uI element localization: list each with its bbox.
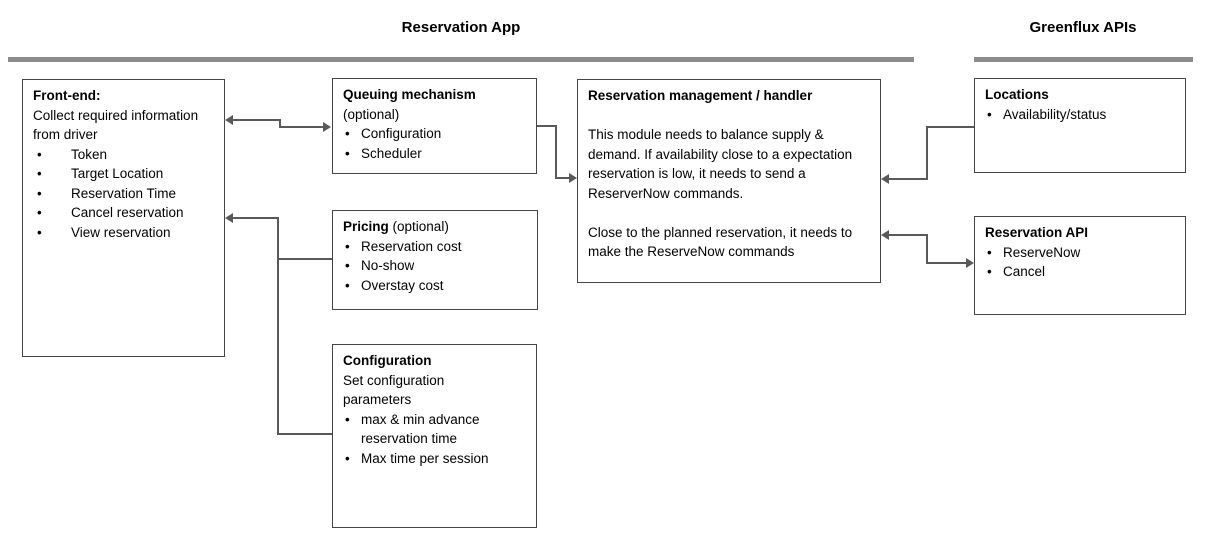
bullet-item: Cancel xyxy=(985,262,1176,282)
node-configuration: Configuration Set configuration paramete… xyxy=(332,344,537,528)
arrowhead-left-icon xyxy=(881,230,889,240)
bullet-item: Reservation cost xyxy=(343,237,528,257)
bullet-item: Token xyxy=(33,145,215,165)
bullet-text: Overstay cost xyxy=(361,277,444,293)
bullet-list: Token Target Location Reservation Time C… xyxy=(33,145,215,243)
node-title: Reservation management / handler xyxy=(588,88,813,103)
node-reservation-api: Reservation API ReserveNow Cancel xyxy=(974,216,1186,315)
node-paragraph: Close to the planned reservation, it nee… xyxy=(588,224,853,260)
bullet-item: No-show xyxy=(343,256,528,276)
bullet-item: Overstay cost xyxy=(343,276,528,296)
node-locations: Locations Availability/status xyxy=(974,78,1186,173)
bullet-list: max & min advance reservation time Max t… xyxy=(343,410,527,469)
bullet-text: ReserveNow xyxy=(1003,244,1081,260)
bullet-list: Configuration Scheduler xyxy=(343,124,527,163)
bullet-text: Scheduler xyxy=(361,145,422,161)
node-paragraph: This module needs to balance supply & de… xyxy=(588,127,853,201)
bullet-list: Availability/status xyxy=(985,105,1176,125)
bullet-text: Max time per session xyxy=(361,450,489,466)
node-queuing-mechanism: Queuing mechanism (optional) Configurati… xyxy=(332,78,537,174)
node-title-suffix: (optional) xyxy=(392,219,449,234)
connector-segment xyxy=(555,177,569,179)
bullet-item: Target Location xyxy=(33,164,215,184)
node-title: Reservation API xyxy=(985,225,1089,240)
node-title: Front-end: xyxy=(33,88,101,103)
bullet-text: Token xyxy=(71,146,108,162)
bullet-text: Cancel xyxy=(1003,264,1046,279)
bullet-item: Cancel reservation xyxy=(33,203,215,223)
bullet-text: No-show xyxy=(361,258,415,273)
divider-reservation-app xyxy=(8,57,914,62)
arrowhead-left-icon xyxy=(225,115,233,125)
connector-segment xyxy=(926,126,928,180)
bullet-text: Configuration xyxy=(361,126,442,141)
connector-segment xyxy=(232,119,281,121)
connector-segment xyxy=(926,262,966,264)
bullet-item: Max time per session xyxy=(343,449,527,469)
bullet-text: View reservation xyxy=(71,224,171,240)
bullet-list: ReserveNow Cancel xyxy=(985,243,1176,282)
bullet-text: max & min advance reservation time xyxy=(361,411,480,447)
node-pricing: Pricing (optional) Reservation cost No-s… xyxy=(332,210,538,310)
bullet-item: ReserveNow xyxy=(985,243,1176,263)
node-description: Collect required information from driver xyxy=(33,107,199,143)
connector-segment xyxy=(926,126,974,128)
bullet-item: max & min advance reservation time xyxy=(343,410,527,449)
bullet-text: Reservation cost xyxy=(361,238,462,254)
connector-segment xyxy=(555,125,557,179)
arrowhead-left-icon xyxy=(881,174,889,184)
connector-segment xyxy=(277,433,332,435)
bullet-text: Availability/status xyxy=(1003,106,1107,122)
connector-segment xyxy=(279,126,324,128)
connector-segment xyxy=(888,234,928,236)
node-title: Configuration xyxy=(343,353,432,368)
arrowhead-left-icon xyxy=(225,213,233,223)
bullet-text: Reservation Time xyxy=(71,185,177,201)
arrowhead-right-icon xyxy=(323,122,331,132)
connector-segment xyxy=(277,217,279,435)
node-title-bold: Pricing xyxy=(343,219,389,234)
bullet-item: Scheduler xyxy=(343,144,527,164)
node-reservation-management: Reservation management / handler This mo… xyxy=(577,79,881,283)
arrowhead-right-icon xyxy=(569,173,577,183)
node-title: Queuing mechanism xyxy=(343,87,476,102)
header-reservation-app: Reservation App xyxy=(401,19,521,36)
connector-segment xyxy=(279,119,281,128)
bullet-item: View reservation xyxy=(33,223,215,243)
node-description: Set configuration parameters xyxy=(343,372,445,408)
node-title: Pricing (optional) xyxy=(343,217,528,237)
connector-segment xyxy=(277,258,332,260)
bullet-list: Reservation cost No-show Overstay cost xyxy=(343,237,528,296)
node-frontend: Front-end: Collect required information … xyxy=(22,79,225,357)
bullet-text: Cancel reservation xyxy=(71,205,184,220)
bullet-item: Availability/status xyxy=(985,105,1176,125)
header-greenflux-apis: Greenflux APIs xyxy=(1029,19,1137,36)
connector-segment xyxy=(232,217,279,219)
bullet-item: Reservation Time xyxy=(33,184,215,204)
divider-greenflux-apis xyxy=(974,57,1193,62)
bullet-item: Configuration xyxy=(343,124,527,144)
arrowhead-right-icon xyxy=(966,258,974,268)
connector-segment xyxy=(888,178,928,180)
node-title: Locations xyxy=(985,87,1049,102)
node-subtitle: (optional) xyxy=(343,106,400,122)
connector-segment xyxy=(537,125,557,127)
bullet-text: Target Location xyxy=(71,166,164,181)
connector-segment xyxy=(926,234,928,264)
